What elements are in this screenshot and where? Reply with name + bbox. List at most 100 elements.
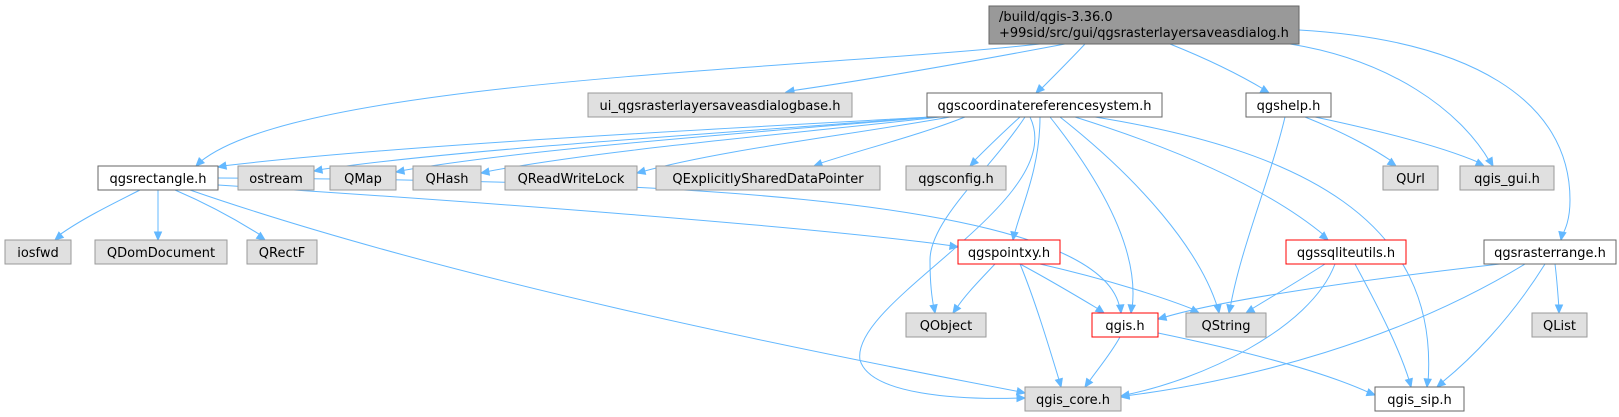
- edge-line: [221, 116, 931, 167]
- node-qreadwritelock: QReadWriteLock: [504, 165, 638, 191]
- edge-line: [1019, 263, 1061, 384]
- node-label: QExplicitlySharedDataPointer: [672, 172, 864, 187]
- edge-rect-to-core: [189, 189, 1027, 396]
- edge-root-to-range: [1298, 29, 1571, 242]
- edge-line: [1087, 336, 1121, 384]
- node-qgshelp[interactable]: qgshelp.h: [1245, 92, 1332, 118]
- edge-pointxy-to-qgis: [1019, 263, 1106, 314]
- edge-crs-to-config: [969, 116, 1021, 167]
- edge-help-to-qstring: [1226, 116, 1286, 315]
- edge-line: [929, 116, 1026, 310]
- node-label: QUrl: [1396, 172, 1425, 187]
- edge-line: [57, 189, 141, 237]
- node-label: qgspointxy.h: [968, 246, 1050, 261]
- edge-arrowhead: [255, 231, 267, 241]
- edge-line: [1059, 116, 1219, 310]
- edge-line: [1304, 116, 1394, 163]
- edge-pointxy-to-qobject: [952, 263, 996, 315]
- edge-line: [972, 116, 1021, 163]
- node-qobject: QObject: [905, 312, 987, 338]
- node-qgssqliteutils[interactable]: qgssqliteutils.h: [1285, 239, 1407, 265]
- node-label: QMap: [344, 172, 382, 187]
- edge-arrowhead: [1094, 304, 1106, 314]
- node-qgscoordinatereferencesystem[interactable]: qgscoordinatereferencesystem.h: [926, 92, 1163, 118]
- edge-root-to-rect: [195, 43, 1041, 167]
- edge-rect-to-qrectf: [174, 189, 267, 241]
- edge-line: [1554, 263, 1560, 310]
- node-label: QString: [1201, 319, 1250, 334]
- node-qgis-sip[interactable]: qgis_sip.h: [1374, 386, 1465, 412]
- node-iosfwd: iosfwd: [4, 239, 72, 265]
- edge-line: [1169, 43, 1266, 91]
- node-label: QHash: [426, 172, 469, 187]
- edge-line: [1439, 263, 1546, 385]
- node-label: QReadWriteLock: [518, 172, 625, 187]
- edge-line: [1124, 263, 1336, 396]
- root-label-line-1: /build/qgis-3.36.0: [999, 10, 1113, 25]
- edge-crs-to-sip: [1094, 116, 1432, 389]
- edge-arrowhead: [929, 303, 938, 315]
- node-ostream: ostream: [237, 165, 315, 191]
- edge-crs-to-qobject: [929, 116, 1026, 315]
- edge-arrowhead: [1016, 393, 1027, 403]
- edge-root-to-crs: [1035, 43, 1086, 94]
- edge-line: [1039, 43, 1086, 91]
- edge-arrowhead: [1404, 377, 1413, 389]
- edge-arrowhead: [1015, 387, 1027, 396]
- edge-arrowhead: [394, 166, 406, 175]
- edge-line: [1157, 332, 1371, 394]
- node-qmap: QMap: [329, 165, 397, 191]
- edge-line: [1354, 263, 1411, 384]
- edge-crs-to-qexpl: [812, 116, 966, 168]
- node-label: qgis_gui.h: [1474, 172, 1540, 187]
- node-label: qgis.h: [1105, 319, 1144, 334]
- edge-line: [955, 263, 996, 310]
- node-label: QObject: [920, 319, 973, 334]
- dependency-edges: [54, 29, 1571, 403]
- edge-arrowhead: [312, 165, 324, 174]
- node-qdomdocument: QDomDocument: [94, 239, 228, 265]
- edge-crs-to-sqlite: [1074, 116, 1329, 241]
- edge-line: [817, 116, 966, 165]
- node-label: qgscoordinatereferencesystem.h: [937, 99, 1151, 114]
- edge-arrowhead: [1386, 157, 1398, 167]
- edge-arrowhead: [216, 161, 228, 170]
- edge-arrowhead: [1554, 304, 1564, 315]
- edge-arrowhead: [1365, 388, 1377, 397]
- node-label: qgsrectangle.h: [109, 172, 206, 187]
- edge-line: [1039, 263, 1196, 311]
- edge-crs-to-core: [859, 116, 1036, 403]
- edge-line: [317, 116, 931, 171]
- edge-range-to-qlist: [1554, 263, 1564, 315]
- edge-rect-to-pointxy: [217, 184, 960, 251]
- edge-range-to-core: [1119, 263, 1526, 400]
- node-label: iosfwd: [17, 246, 59, 261]
- node-qgis-core: qgis_core.h: [1024, 386, 1122, 412]
- node-ui-qgsrasterlayersaveasdialogbase: ui_qgsrasterlayersaveasdialogbase.h: [587, 92, 853, 118]
- edge-arrowhead: [479, 167, 491, 176]
- edge-arrowhead: [1127, 304, 1136, 315]
- edge-arrowhead: [1485, 156, 1494, 168]
- edge-arrowhead: [1119, 391, 1131, 400]
- node-qgsrasterrange[interactable]: qgsrasterrange.h: [1483, 239, 1617, 265]
- node-label: QList: [1543, 319, 1576, 334]
- edge-range-to-qgis: [1156, 263, 1501, 321]
- edge-arrowhead: [1423, 378, 1432, 389]
- edge-crs-to-rect: [216, 116, 931, 170]
- dependency-nodes: /build/qgis-3.36.0 +99sid/src/gui/qgsras…: [4, 5, 1617, 412]
- edge-line: [789, 43, 1066, 92]
- edge-line: [1249, 263, 1326, 311]
- edge-line: [199, 43, 1041, 163]
- edge-arrowhead: [54, 231, 65, 241]
- node-qgis[interactable]: qgis.h: [1091, 312, 1159, 338]
- node-qgsrectangle[interactable]: qgsrectangle.h: [97, 165, 219, 191]
- node-qstring: QString: [1185, 312, 1267, 338]
- node-label: ui_qgsrasterlayersaveasdialogbase.h: [600, 99, 841, 114]
- node-qgis-gui: qgis_gui.h: [1459, 165, 1555, 191]
- edge-arrowhead: [1156, 312, 1168, 321]
- node-qgspointxy[interactable]: qgspointxy.h: [957, 239, 1061, 265]
- edge-crs-to-pointxy: [1010, 116, 1041, 242]
- edge-pointxy-to-core: [1019, 263, 1063, 389]
- node-label: qgsrasterrange.h: [1494, 246, 1606, 261]
